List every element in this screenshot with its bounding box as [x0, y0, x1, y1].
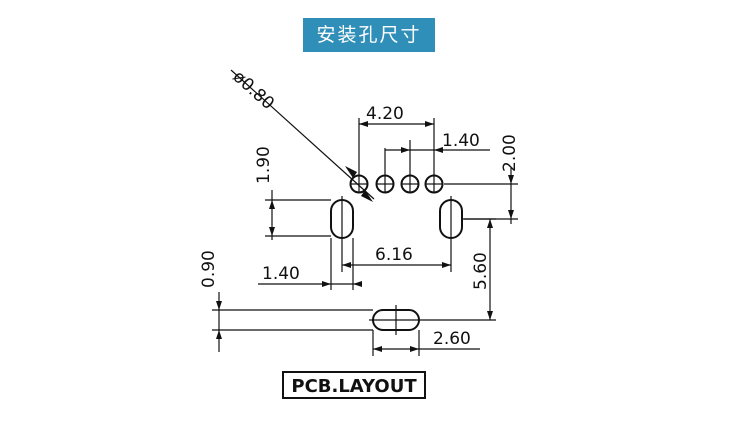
- slot-length-dimension: [372, 330, 480, 356]
- pin-hole: [349, 174, 369, 194]
- diameter-label: ø0.80: [229, 67, 278, 114]
- slot-hole-left: [330, 196, 354, 242]
- slot-hole-bottom: [369, 305, 423, 335]
- slot-height-label: 0.90: [199, 250, 219, 288]
- pin-span-dimension: [358, 118, 435, 176]
- pcb-layout-label: PCB.LAYOUT: [291, 376, 417, 397]
- pin-span-label: 4.20: [366, 104, 404, 124]
- slot-height-dimension: [212, 292, 373, 352]
- pin-pitch-dimension: [384, 140, 490, 176]
- left-offset-label: 1.90: [254, 146, 274, 184]
- slot-vertical-label: 5.60: [471, 252, 491, 290]
- title-badge: 安装孔尺寸: [303, 18, 435, 52]
- top-offset-dimension: [444, 168, 518, 224]
- slot-spacing-dimension: [341, 242, 452, 272]
- pin-hole: [400, 174, 420, 194]
- pcb-layout-caption: PCB.LAYOUT: [282, 371, 426, 399]
- slot-width-label: 1.40: [262, 264, 300, 284]
- top-offset-label: 2.00: [500, 134, 520, 172]
- pin-hole: [424, 174, 444, 194]
- diameter-leader: [230, 69, 375, 202]
- pin-pitch-label: 1.40: [442, 131, 480, 151]
- left-offset-dimension: [265, 190, 331, 240]
- slot-length-label: 2.60: [433, 329, 471, 349]
- slot-spacing-label: 6.16: [375, 245, 413, 265]
- slot-hole-right: [439, 196, 463, 242]
- slot-vertical-dimension: [423, 218, 496, 321]
- pin-hole: [375, 174, 395, 194]
- slot-width-dimension: [258, 238, 362, 290]
